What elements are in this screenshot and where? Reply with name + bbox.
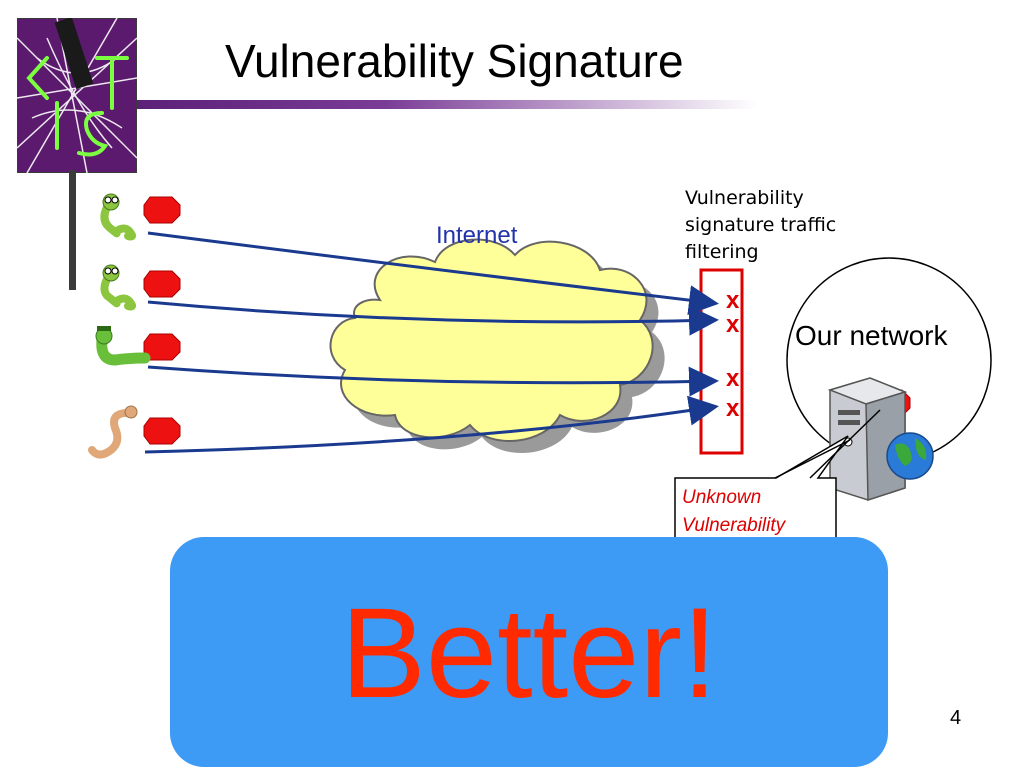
block-mark: x xyxy=(726,311,740,338)
block-mark: x xyxy=(726,287,740,314)
worm-icon xyxy=(95,326,151,366)
callout-line: Unknown xyxy=(682,487,762,508)
block-mark: x xyxy=(726,365,740,392)
packet-icon xyxy=(143,196,181,224)
worm-arrow-1 xyxy=(147,231,719,316)
title-rule-horizontal xyxy=(137,100,757,109)
slide-title: Vulnerability Signature xyxy=(225,35,684,87)
filter-label-line: signature traffic xyxy=(685,214,837,236)
logo-icon xyxy=(17,18,137,173)
unknown-vulnerability-callout xyxy=(674,409,881,546)
internet-label: Internet xyxy=(436,222,518,249)
banner-text: Better! xyxy=(340,582,718,725)
network-label: Our network xyxy=(795,320,948,351)
worm-arrow-3 xyxy=(147,365,719,397)
packet-icon xyxy=(143,270,181,298)
globe-icon xyxy=(886,432,934,480)
worm-arrow-2 xyxy=(147,300,719,336)
callout-text: Unknown Vulnerability xyxy=(682,484,785,540)
filter-box xyxy=(699,268,744,455)
worm-icon xyxy=(88,405,138,459)
filter-label: Vulnerability signature traffic filterin… xyxy=(685,185,885,266)
worm-arrow-4 xyxy=(144,395,719,454)
filter-label-line: Vulnerability xyxy=(685,187,804,209)
block-mark: x xyxy=(726,395,740,422)
title-rule-vertical xyxy=(69,170,76,290)
packet-icon xyxy=(143,333,181,361)
internet-cloud-icon xyxy=(329,238,665,454)
page-number: 4 xyxy=(950,707,962,729)
filter-label-line: filtering xyxy=(685,241,759,263)
worm-icon xyxy=(100,264,137,311)
packet-icon xyxy=(143,417,181,445)
better-banner: Better! xyxy=(170,537,888,767)
worm-icon xyxy=(100,193,137,241)
callout-line: Vulnerability xyxy=(682,515,786,536)
